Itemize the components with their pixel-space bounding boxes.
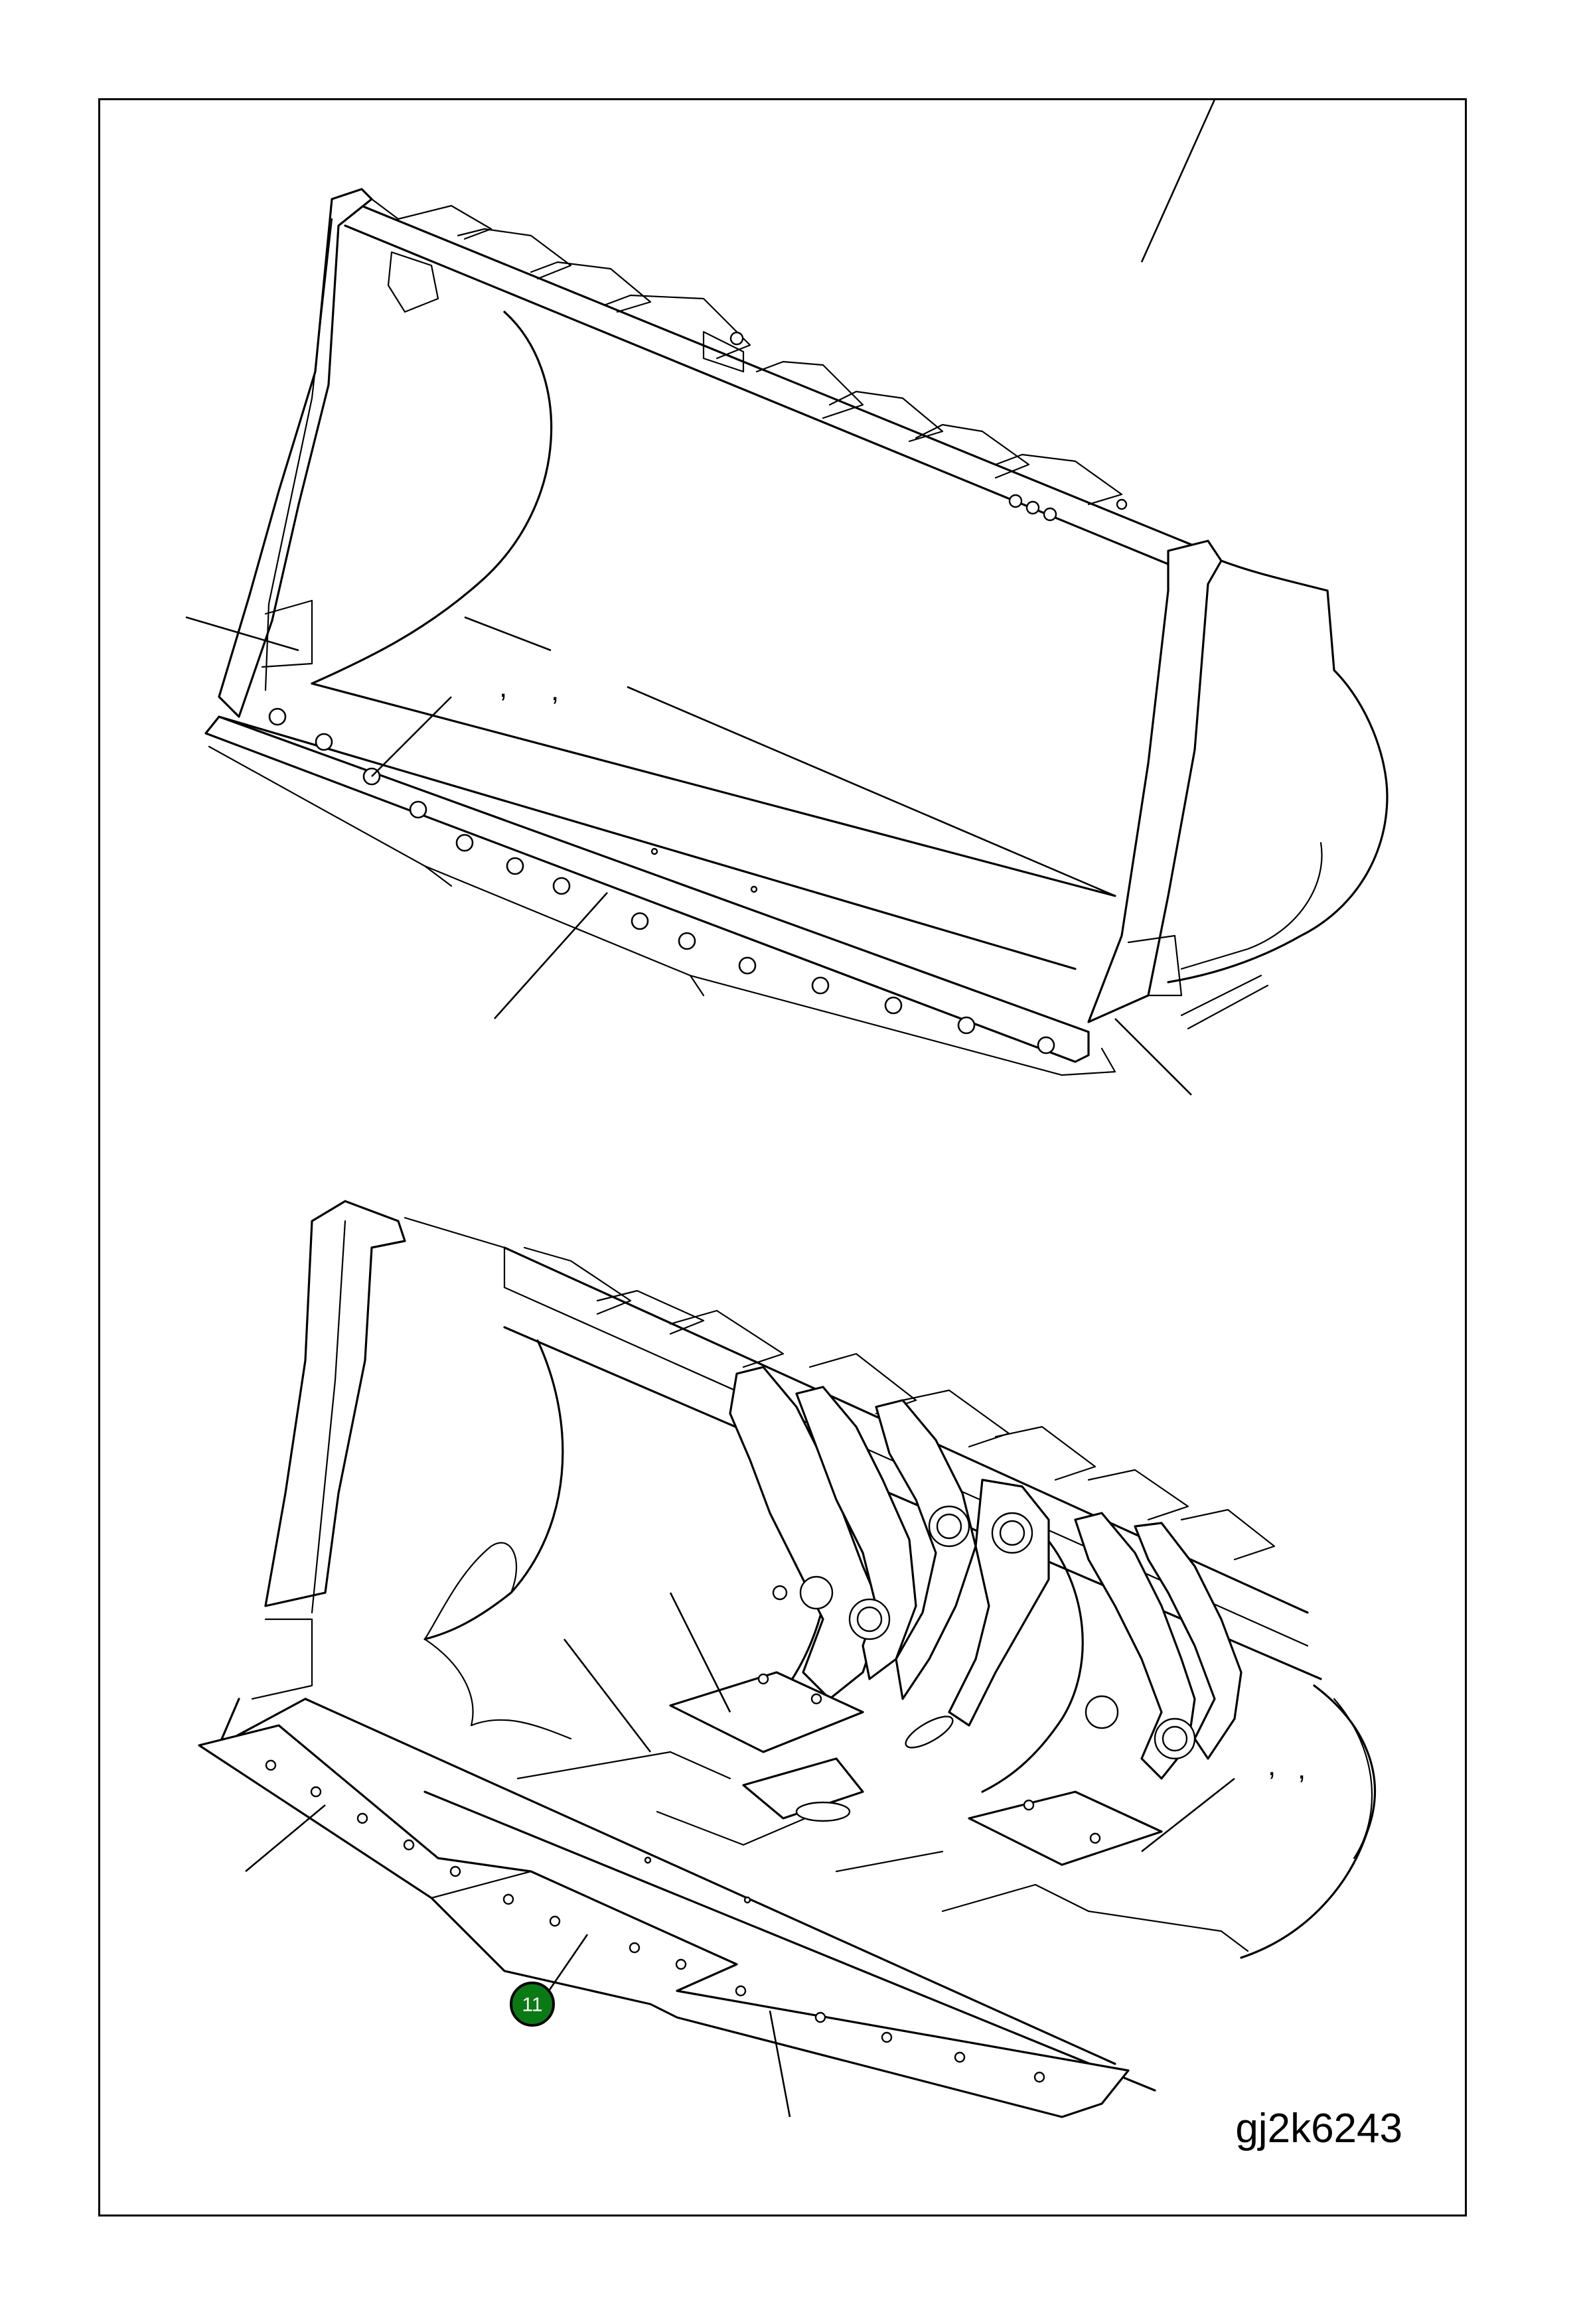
callout-circle	[510, 1982, 555, 2027]
figure-identifier: gj2k6243	[1235, 2106, 1402, 2151]
edge-holes	[265, 1759, 1045, 2083]
edge-bolts	[268, 707, 1055, 1054]
callout-11-badge: 11	[510, 1982, 555, 2027]
leader-line	[563, 1638, 652, 1753]
callout-number: 11	[522, 1994, 542, 2016]
drawing-frame	[98, 98, 1467, 2216]
leader-line	[543, 1934, 589, 1998]
hinge-brackets	[669, 1366, 1243, 1866]
leader-line	[371, 696, 452, 777]
leader-line	[1140, 99, 1216, 263]
leader-line	[1141, 1777, 1235, 1853]
bucket-front-view: , ,	[185, 99, 1389, 1096]
bucket-rear-view: , , 11	[198, 1200, 1376, 2118]
comma-mark: ,	[499, 671, 507, 703]
comma-mark: ,	[1268, 1749, 1276, 1782]
leader-line	[494, 892, 608, 1019]
comma-mark: ,	[1298, 1753, 1306, 1785]
leader-line	[1114, 1018, 1192, 1096]
leader-line	[669, 1592, 731, 1713]
leader-line	[185, 616, 299, 652]
leader-line	[769, 2010, 791, 2118]
leader-line	[245, 1804, 326, 1872]
leader-line	[627, 686, 1116, 897]
leader-line	[464, 616, 552, 652]
comma-mark: ,	[551, 674, 559, 707]
